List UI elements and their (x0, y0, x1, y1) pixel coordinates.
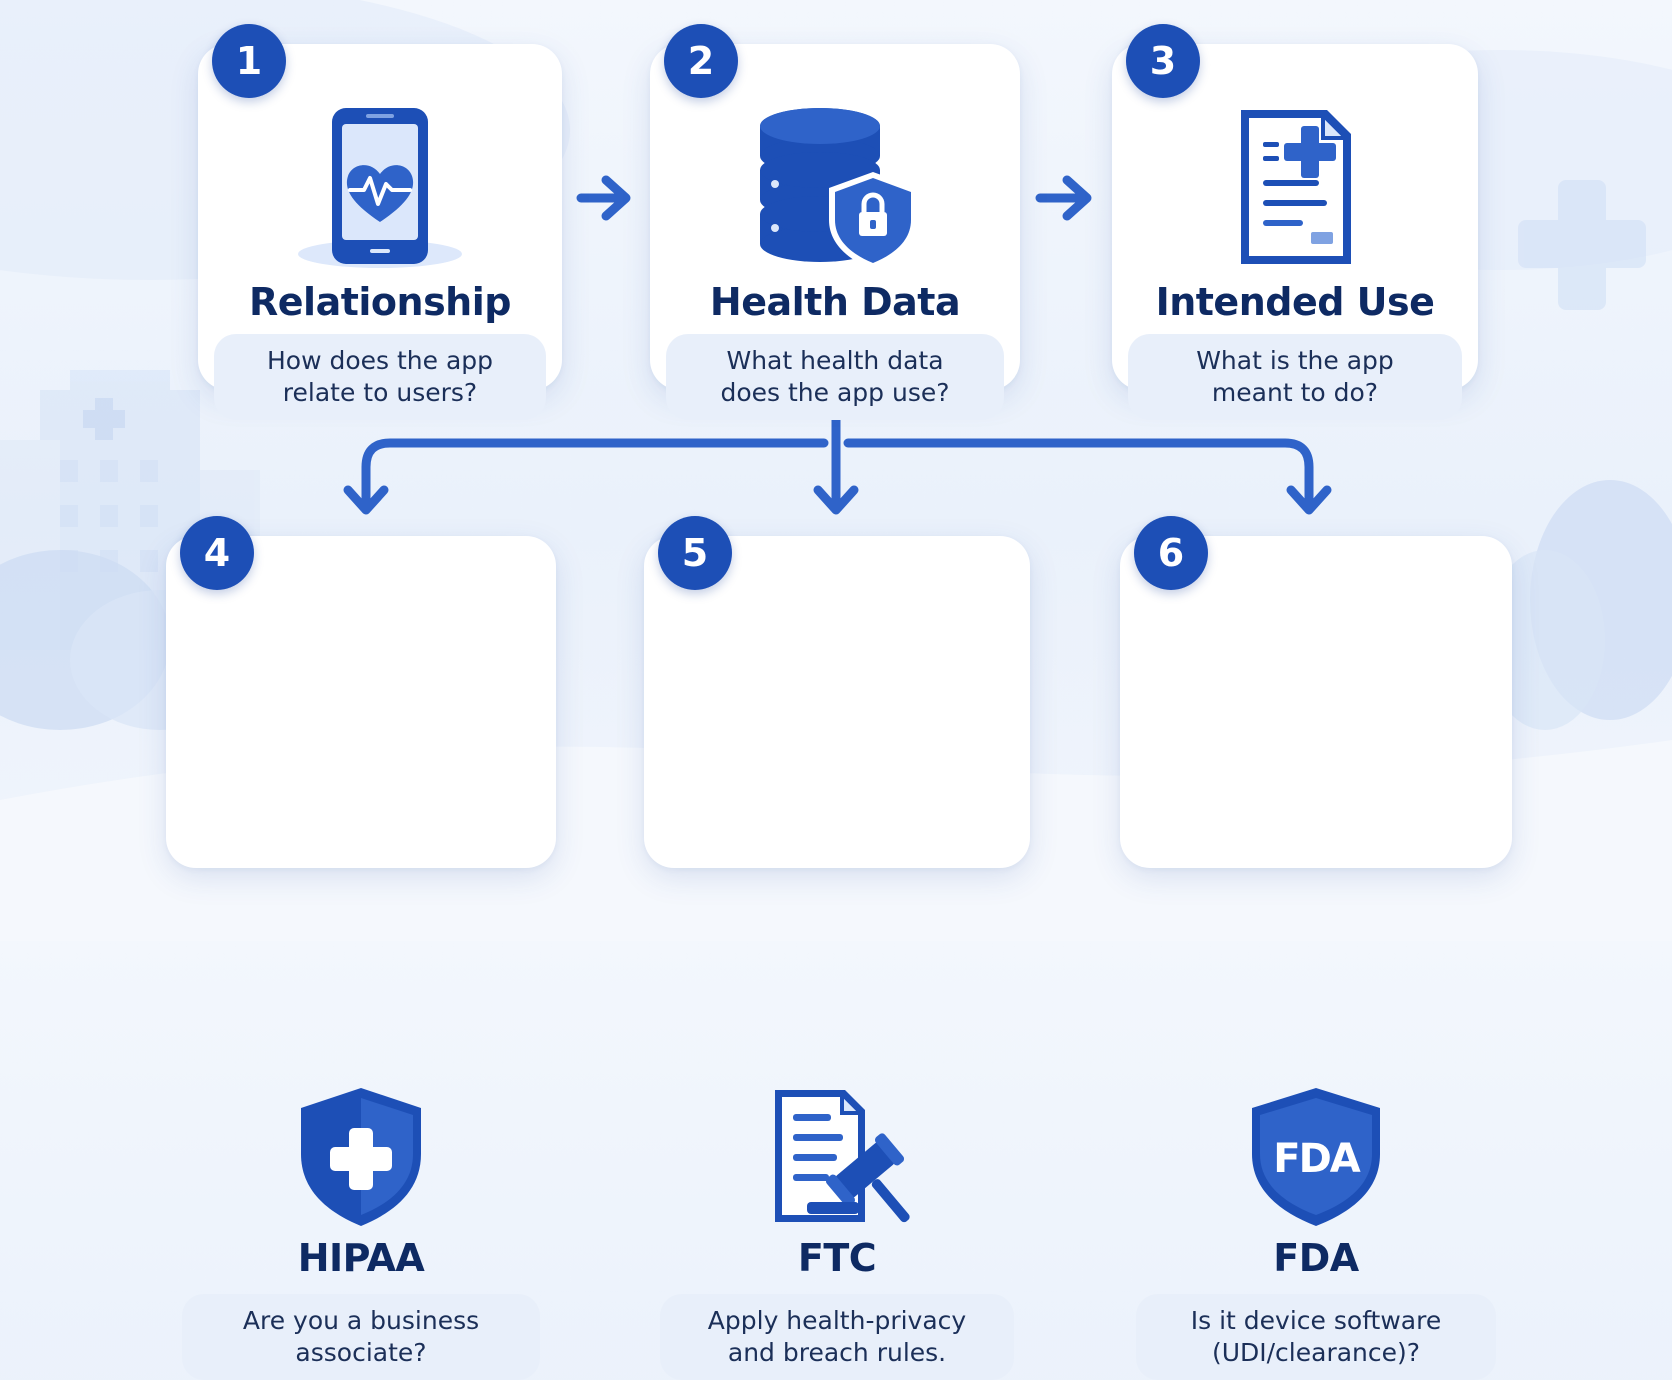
outcome-question: Are you a business associate? (182, 1294, 540, 1380)
step-number-badge: 6 (1134, 516, 1208, 590)
medical-document-icon (1241, 110, 1351, 264)
outcome-card-hipaa: 4 HIPAA Are you a business associate? (166, 516, 556, 1380)
arrow-down-icon (843, 438, 1332, 515)
step-question: What is the app meant to do? (1128, 334, 1462, 420)
outcome-question: Apply health-privacy and breach rules. (660, 1294, 1014, 1380)
step-title: Relationship (249, 280, 511, 324)
outcome-card-ftc: 5 FTC Apply health-privacy and breach ru… (644, 516, 1030, 1380)
database-shield-icon (760, 108, 917, 270)
step-title: Health Data (709, 280, 961, 324)
document-gavel-icon (775, 1090, 910, 1223)
step-number-badge: 4 (180, 516, 254, 590)
outcome-question: Is it device software (UDI/clearance)? (1136, 1294, 1496, 1380)
step-card-health-data: 2 Health Data What health data does the … (650, 24, 1020, 420)
outcome-title: FTC (797, 1236, 877, 1280)
step-card-intended-use: 3 Intended Use What is the app meant to … (1112, 24, 1478, 420)
arrow-right-icon (1035, 175, 1092, 221)
step-card-relationship: 1 Relationship How does the app relate t… (198, 24, 562, 420)
arrow-right-icon (576, 175, 631, 221)
smartphone-heart-icon (298, 108, 462, 268)
outcome-title: HIPAA (297, 1236, 425, 1280)
shield-cross-icon (301, 1088, 421, 1226)
step-number-badge: 5 (658, 516, 732, 590)
plus-icon (1518, 180, 1646, 310)
step-number-badge: 3 (1126, 24, 1200, 98)
step-question: What health data does the app use? (666, 334, 1004, 420)
outcome-title: FDA (1273, 1236, 1359, 1280)
arrow-down-icon (343, 438, 829, 515)
step-title: Intended Use (1155, 280, 1435, 324)
step-number-badge: 1 (212, 24, 286, 98)
step-number-badge: 2 (664, 24, 738, 98)
fda-logo-text: FDA (1273, 1136, 1361, 1182)
outcome-card-fda: 6 FDA FDA Is it device software (UDI/cle… (1120, 516, 1512, 1380)
fda-shield-icon: FDA (1252, 1088, 1380, 1226)
step-question: How does the app relate to users? (214, 334, 546, 420)
